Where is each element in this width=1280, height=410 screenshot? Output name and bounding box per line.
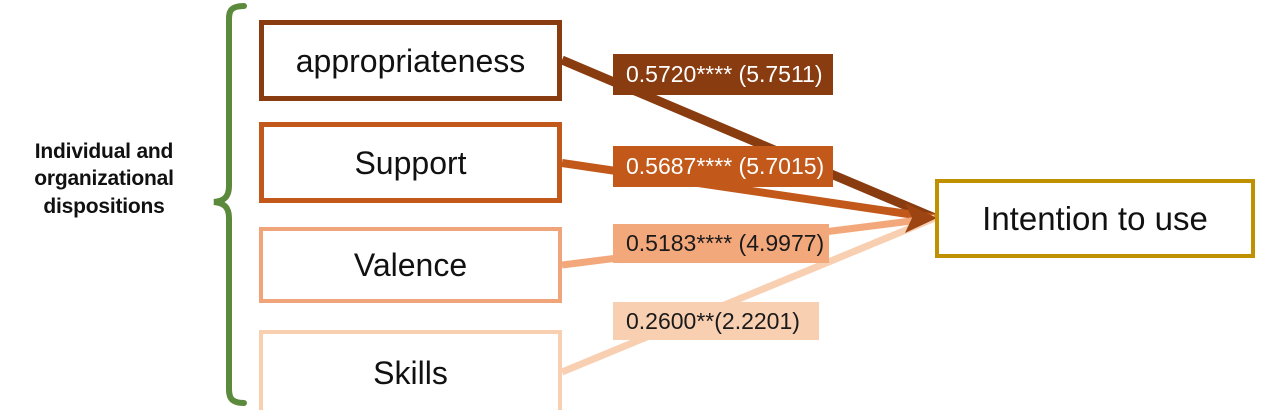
- node-valence-label: Valence: [353, 247, 468, 283]
- node-intention-to-use[interactable]: Intention to use: [935, 179, 1255, 258]
- path-coefficient-appropriateness: 0.5720**** (5.7511): [613, 54, 833, 95]
- node-support[interactable]: Support: [259, 122, 562, 203]
- node-appropriateness[interactable]: appropriateness: [259, 20, 562, 101]
- path-coefficient-support: 0.5687**** (5.7015): [613, 146, 833, 187]
- edge-skills: [560, 214, 937, 376]
- arrowhead-icon: [905, 203, 937, 233]
- node-support-label: Support: [354, 144, 467, 181]
- path-coefficient-skills: 0.2600**(2.2201): [613, 302, 819, 340]
- node-intention-to-use-label: Intention to use: [982, 200, 1208, 237]
- group-brace-icon: [213, 3, 247, 406]
- path-coefficient-valence: 0.5183**** (4.9977): [613, 224, 829, 263]
- group-label: Individual and organizational dispositio…: [34, 140, 174, 218]
- node-appropriateness-label: appropriateness: [295, 42, 526, 79]
- node-skills-label: Skills: [373, 355, 448, 391]
- node-valence[interactable]: Valence: [259, 227, 562, 303]
- node-skills[interactable]: Skills: [259, 330, 562, 410]
